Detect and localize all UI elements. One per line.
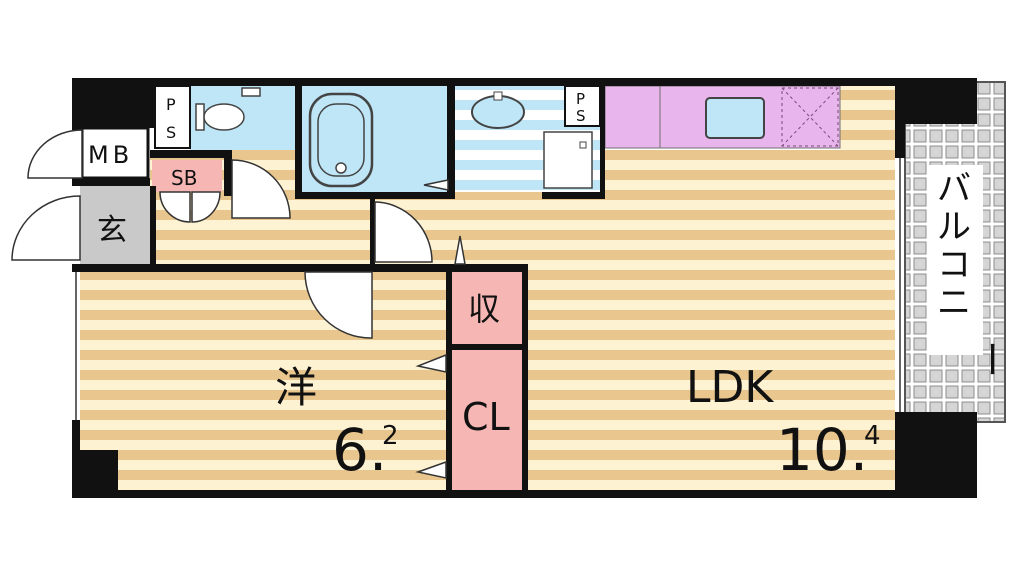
pipe-space-left (154, 85, 191, 149)
ldk-label: LDK (686, 362, 774, 413)
kitchen-corner-floor (840, 86, 895, 152)
western-room-door (304, 271, 373, 339)
balcony-label-background (928, 165, 983, 355)
bath-slider (423, 179, 449, 191)
toilet-icon (195, 87, 261, 131)
svg-text:P: P (166, 95, 176, 114)
shoe-box-door-right (191, 191, 221, 223)
shoe-box-door-left (159, 191, 191, 223)
pipe-space-right-label: P S (576, 90, 586, 125)
closet-slider-bottom (415, 460, 447, 479)
kitchen-sink-icon (705, 97, 765, 139)
shoe-box-area (152, 160, 222, 192)
western-room-floor (80, 272, 446, 490)
washbasin-icon (471, 91, 525, 129)
meter-box-door (27, 129, 83, 179)
svg-text:S: S (576, 107, 586, 125)
balcony-char-2: ル (937, 207, 971, 247)
ldk-size: 10. (776, 416, 868, 484)
balcony-char-3: コ (937, 245, 971, 285)
balcony-char-1: バ (937, 169, 971, 209)
storage-label: 収 (468, 290, 500, 328)
closet-label: CL (462, 395, 510, 439)
entrance-door (11, 195, 81, 261)
western-room-label: 洋 (275, 363, 317, 412)
ldk-floor (528, 268, 895, 490)
balcony-char-4: ニ (937, 283, 971, 323)
western-room-size: 6. (332, 416, 387, 484)
meter-box-label: MB (88, 141, 133, 169)
storage-slider (454, 235, 466, 265)
closet-area (452, 350, 522, 490)
bathtub-icon (308, 92, 374, 188)
toilet-door (231, 159, 291, 219)
pipe-space-left-label: P S (166, 95, 176, 142)
shoe-box-label: SB (171, 166, 197, 190)
hall-door (374, 201, 433, 263)
storage-area (452, 272, 522, 344)
western-room-label-group: 洋 6. 2 (275, 363, 399, 484)
entrance-floor (80, 186, 150, 268)
svg-text:P: P (576, 90, 585, 108)
walls (72, 78, 977, 498)
entrance-label: 玄 (97, 213, 127, 248)
balcony-char-5: ー (969, 340, 1013, 378)
svg-text:S: S (166, 123, 176, 142)
washing-machine-icon (543, 131, 593, 189)
ldk-label-group: LDK 10. 4 (686, 362, 881, 484)
western-room-size-decimal: 2 (382, 421, 399, 451)
balcony-label: バ ル コ ニ ー (937, 169, 1013, 378)
ldk-size-decimal: 4 (864, 421, 881, 451)
closet-slider-top (415, 353, 447, 373)
